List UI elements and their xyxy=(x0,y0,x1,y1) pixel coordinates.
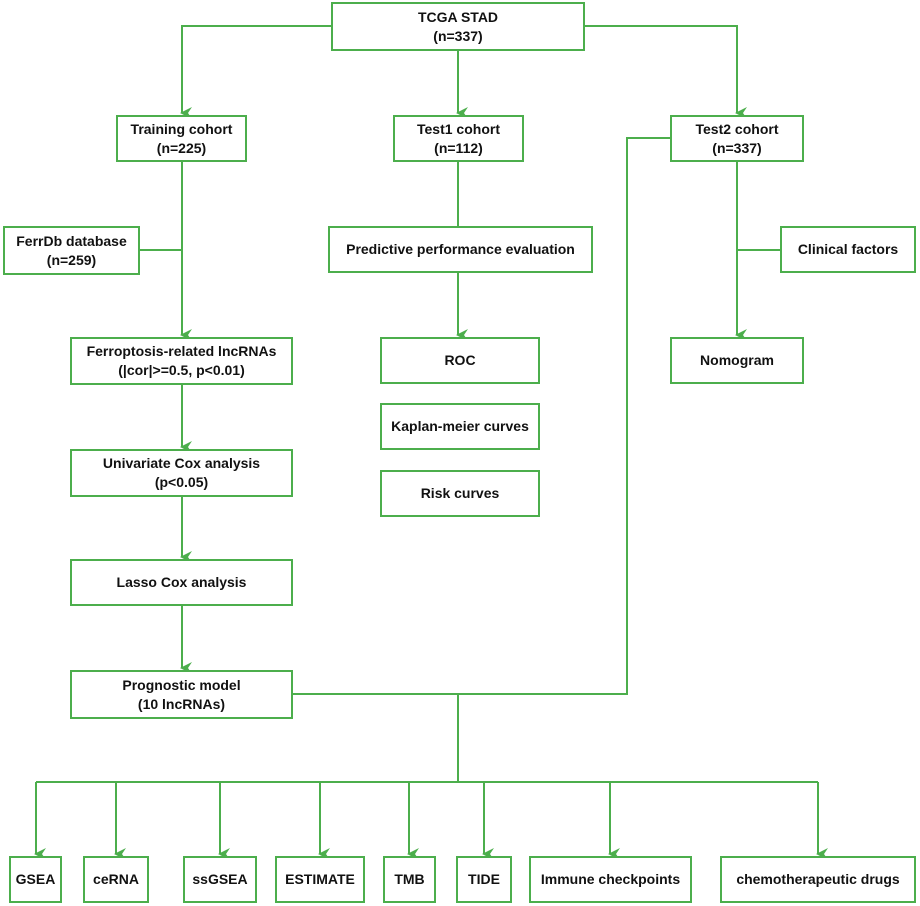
node-clinical-factors: Clinical factors xyxy=(780,226,916,273)
node-chemotherapeutic-drugs: chemotherapeutic drugs xyxy=(720,856,916,903)
node-prognostic-title: Prognostic model xyxy=(122,676,241,693)
node-ssgsea-title: ssGSEA xyxy=(192,871,248,887)
node-roc-title: ROC xyxy=(444,352,476,368)
node-ferrdb-database: FerrDb database (n=259) xyxy=(3,226,140,275)
node-univariate-cox: Univariate Cox analysis (p<0.05) xyxy=(70,449,293,497)
node-prognostic-detail: (10 lncRNAs) xyxy=(137,695,226,712)
node-test2-title: Test2 cohort xyxy=(695,120,779,137)
node-univariate-title: Univariate Cox analysis xyxy=(102,455,261,471)
node-ssgsea: ssGSEA xyxy=(183,856,257,903)
node-estimate: ESTIMATE xyxy=(275,856,365,903)
node-lasso-title: Lasso Cox analysis xyxy=(116,574,247,590)
node-tmb-title: TMB xyxy=(394,871,425,887)
node-risk-curves: Risk curves xyxy=(380,470,540,517)
node-nomogram-title: Nomogram xyxy=(700,352,774,368)
node-cerna-title: ceRNA xyxy=(93,871,139,887)
node-training-count: (n=225) xyxy=(156,139,207,156)
node-training-title: Training cohort xyxy=(130,120,233,137)
node-gsea: GSEA xyxy=(9,856,62,903)
node-ferroptosis-criteria: (|cor|>=0.5, p<0.01) xyxy=(118,362,245,378)
node-risk-title: Risk curves xyxy=(420,485,500,501)
node-tcga-stad: TCGA STAD (n=337) xyxy=(331,2,585,51)
node-tide: TIDE xyxy=(456,856,512,903)
node-test1-count: (n=112) xyxy=(434,139,483,156)
node-immune-checkpoints: Immune checkpoints xyxy=(529,856,692,903)
node-lasso-cox: Lasso Cox analysis xyxy=(70,559,293,606)
node-predictive-title: Predictive performance evaluation xyxy=(346,241,575,257)
node-chemo-title: chemotherapeutic drugs xyxy=(736,871,900,887)
node-tmb: TMB xyxy=(383,856,436,903)
node-test2-cohort: Test2 cohort (n=337) xyxy=(670,115,804,162)
node-immune-title: Immune checkpoints xyxy=(540,871,681,887)
node-tide-title: TIDE xyxy=(468,871,500,887)
node-training-cohort: Training cohort (n=225) xyxy=(116,115,247,162)
node-ferrdb-title: FerrDb database xyxy=(16,232,127,249)
connector-test2-prognostic xyxy=(293,137,670,695)
node-gsea-title: GSEA xyxy=(15,871,56,887)
node-roc: ROC xyxy=(380,337,540,384)
node-ferrdb-count: (n=259) xyxy=(46,251,97,268)
node-kaplan-title: Kaplan-meier curves xyxy=(391,418,529,434)
node-kaplan-meier: Kaplan-meier curves xyxy=(380,403,540,450)
node-estimate-title: ESTIMATE xyxy=(285,871,355,887)
connector-tcga-test2 xyxy=(585,25,747,119)
node-ferroptosis-title: Ferroptosis-related lncRNAs xyxy=(86,343,277,359)
node-clinical-title: Clinical factors xyxy=(797,241,899,257)
node-tcga-title: TCGA STAD xyxy=(417,8,499,25)
node-tcga-count: (n=337) xyxy=(433,27,483,44)
node-test1-title: Test1 cohort xyxy=(417,120,500,137)
node-cerna: ceRNA xyxy=(83,856,149,903)
node-ferroptosis-lncrnas: Ferroptosis-related lncRNAs (|cor|>=0.5, … xyxy=(70,337,293,385)
node-test1-cohort: Test1 cohort (n=112) xyxy=(393,115,524,162)
node-predictive-evaluation: Predictive performance evaluation xyxy=(328,226,593,273)
node-univariate-criteria: (p<0.05) xyxy=(154,474,209,490)
node-nomogram: Nomogram xyxy=(670,337,804,384)
node-test2-count: (n=337) xyxy=(712,139,762,156)
connector-tcga-training xyxy=(180,25,331,119)
node-prognostic-model: Prognostic model (10 lncRNAs) xyxy=(70,670,293,719)
